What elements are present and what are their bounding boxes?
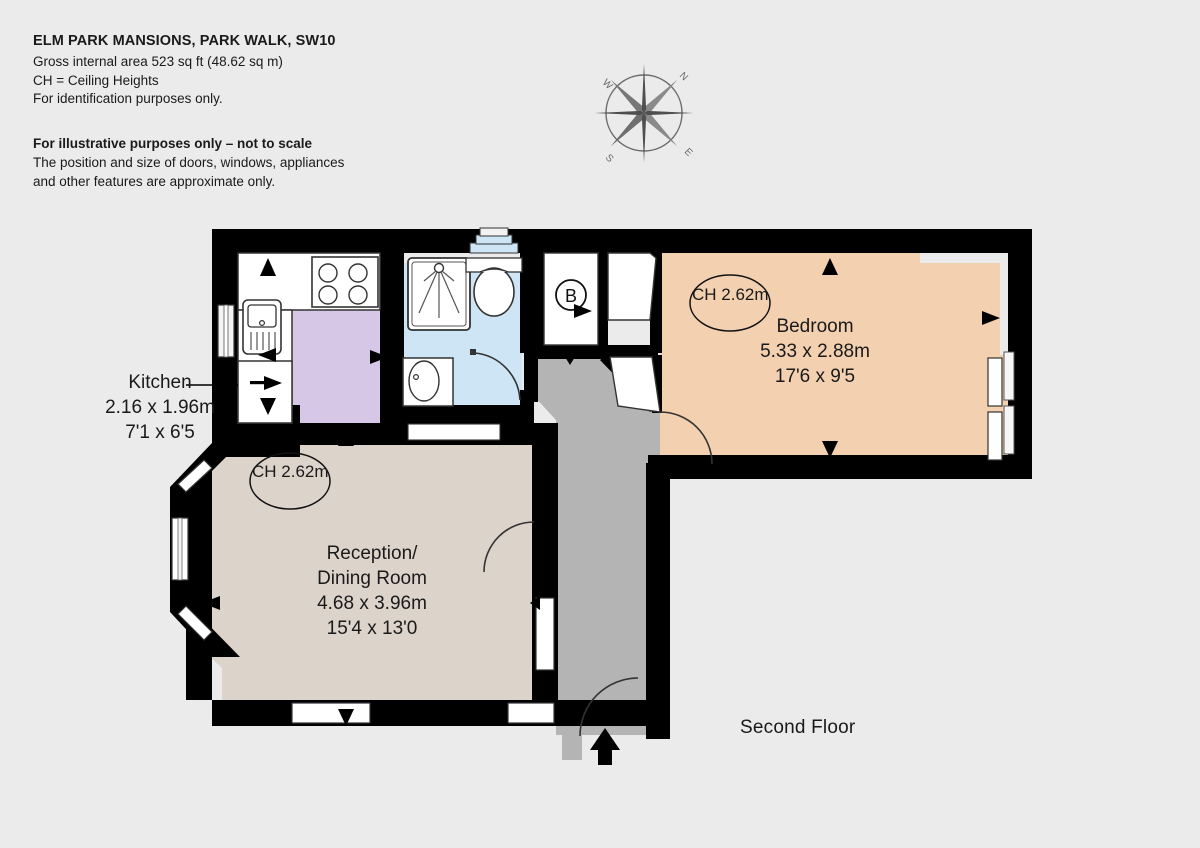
- boiler-marker-circle: [555, 279, 587, 311]
- bathroom-fittings: [402, 227, 523, 407]
- bathroom-door-swing: [474, 352, 521, 401]
- reception-window-bottom-2: [507, 702, 555, 724]
- bedroom-label: Bedroom 5.33 x 2.88m 17'6 x 9'5: [695, 314, 935, 389]
- reception-metric: 4.68 x 3.96m: [317, 593, 427, 614]
- arrow-bedroom-right: [982, 311, 1000, 325]
- ch-ellipse-bedroom: [689, 274, 771, 332]
- disclaimer-line-2: and other features are approximate only.: [33, 173, 276, 189]
- kitchen-fittings: [217, 252, 381, 424]
- direction-arrows: [202, 258, 1000, 765]
- compass-rose-icon: N E S W: [594, 63, 695, 165]
- boiler-marker-label: B: [565, 286, 577, 306]
- bedroom-door-swing: [659, 411, 713, 465]
- cupboards: B: [543, 252, 661, 413]
- reception-floor: [192, 437, 558, 700]
- bedroom-metric: 5.33 x 2.88m: [760, 341, 870, 362]
- reception-bay-window-lower: [177, 605, 213, 641]
- floor-name-label: Second Floor: [740, 717, 856, 738]
- toilet-icon: [473, 267, 515, 317]
- door-swings: [483, 411, 713, 737]
- gross-internal-area: Gross internal area 523 sq ft (48.62 sq …: [33, 54, 283, 69]
- arrow-kitchen-exit-right: [370, 350, 388, 364]
- bedroom-ch-value: 2.62m: [721, 285, 769, 304]
- bedroom-ch-text: CH 2.62m: [692, 284, 769, 305]
- reception-ch-label: CH: [252, 462, 277, 481]
- reception-window-bottom-1: [291, 702, 371, 724]
- arrow-bedroom-top: [822, 258, 838, 275]
- identification-note: For identification purposes only.: [33, 91, 223, 106]
- ch-legend: CH = Ceiling Heights: [33, 72, 159, 88]
- entrance-arrow-icon: [590, 728, 620, 765]
- entrance-door-swing: [579, 677, 639, 737]
- property-title: ELM PARK MANSIONS, PARK WALK, SW10: [33, 33, 336, 49]
- reception-imperial: 15'4 x 13'0: [326, 618, 418, 639]
- arrow-kitchen-up: [260, 258, 276, 276]
- arrow-reception-top: [338, 429, 354, 446]
- arrow-kitchen-down: [260, 398, 276, 415]
- ch-ellipse-reception: [249, 452, 331, 510]
- arrow-hall-notch: [562, 352, 578, 365]
- disclaimer-title: For illustrative purposes only – not to …: [33, 135, 313, 151]
- header-text-block: ELM PARK MANSIONS, PARK WALK, SW10 Gross…: [33, 32, 453, 191]
- bedroom-floor: [660, 253, 1000, 455]
- hob-icon: [311, 256, 379, 308]
- reception-label: Reception/ Dining Room 4.68 x 3.96m 15'4…: [272, 541, 472, 641]
- bedroom-window-1: [987, 357, 1003, 407]
- windows: [171, 351, 1015, 724]
- cupboard-upper: [607, 252, 657, 321]
- kitchen-floor: [292, 310, 380, 423]
- bedroom-name: Bedroom: [776, 316, 854, 337]
- cupboard-lower: [609, 356, 661, 413]
- arrow-reception-bottom: [338, 709, 354, 726]
- bedroom-window-2: [987, 411, 1003, 461]
- kitchen-metric: 2.16 x 1.96m: [105, 397, 215, 418]
- hallway-floor: [533, 350, 660, 760]
- arrow-kitchen-right-flow: [264, 376, 282, 390]
- reception-ch-text: CH 2.62m: [252, 461, 329, 482]
- basin-icon: [408, 360, 440, 402]
- kitchen-appliance: [237, 360, 293, 424]
- kitchen-name: Kitchen: [128, 372, 192, 393]
- vent-stack-3: [479, 227, 509, 237]
- ceiling-height-markers: [249, 274, 771, 510]
- reception-name-line2: Dining Room: [317, 568, 427, 589]
- arrow-reception-left: [202, 596, 220, 610]
- kitchen-label: Kitchen 2.16 x 1.96m 7'1 x 6'5: [60, 370, 260, 445]
- reception-name-line1: Reception/: [326, 543, 418, 564]
- bedroom-window-2b: [1003, 405, 1015, 455]
- bedroom-ch-label: CH: [692, 285, 717, 304]
- reception-bay-window-upper: [177, 459, 213, 493]
- arrow-bedroom-bottom: [822, 441, 838, 458]
- bedroom-imperial: 17'6 x 9'5: [774, 366, 856, 387]
- arrow-kitchen-left: [258, 348, 276, 362]
- bedroom-window-1b: [1003, 351, 1015, 401]
- arrow-reception-right: [530, 596, 540, 610]
- disclaimer-line-1: The position and size of doors, windows,…: [33, 155, 345, 170]
- arrow-cupboard-left: [574, 304, 592, 318]
- reception-window-right: [535, 597, 555, 671]
- reception-ch-value: 2.62m: [281, 462, 329, 481]
- reception-window-top: [407, 423, 501, 441]
- reception-door-swing: [483, 521, 535, 573]
- kitchen-imperial: 7'1 x 6'5: [125, 422, 195, 443]
